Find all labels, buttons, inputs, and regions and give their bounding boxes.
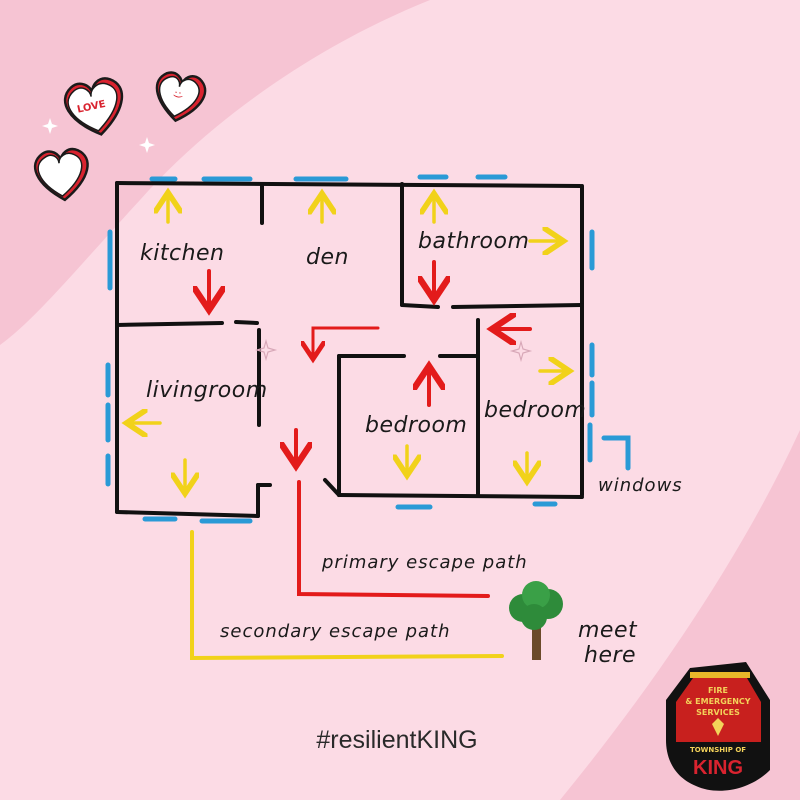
red-arrow-icon — [313, 326, 380, 356]
sparkle-icon — [139, 137, 155, 153]
hearts-decoration: LOVE :) — [33, 71, 207, 202]
badge-line2: & EMERGENCY — [685, 697, 750, 706]
floor-plan-walls — [115, 181, 584, 518]
room-label-bedroom-right: bedroom — [484, 398, 586, 423]
meet-here-label-line1: meet — [578, 618, 638, 643]
secondary-escape-path-label: secondary escape path — [220, 621, 451, 642]
badge-emblem-icon — [712, 718, 724, 736]
sparkle-icon — [509, 339, 533, 363]
room-label-bedroom-center: bedroom — [365, 413, 467, 438]
primary-escape-path — [297, 480, 490, 598]
smile-heart-icon: :) — [155, 71, 207, 123]
primary-direction-arrows — [209, 260, 532, 462]
badge-township: TOWNSHIP OF — [690, 746, 746, 754]
hashtag: #resilientKING — [316, 726, 477, 754]
badge-name: KING — [693, 757, 743, 779]
love-heart-icon: LOVE — [64, 77, 124, 136]
plain-heart-icon — [33, 147, 89, 202]
meet-here-label-line2: here — [584, 643, 636, 668]
smile-heart-text: :) — [171, 90, 183, 99]
windows-legend-marker — [601, 435, 631, 471]
room-label-livingroom: livingroom — [146, 378, 268, 403]
room-label-kitchen: kitchen — [140, 241, 225, 266]
secondary-escape-path — [190, 530, 504, 661]
sparkle-icon — [254, 338, 278, 362]
king-fire-services-badge: FIRE & EMERGENCY SERVICES TOWNSHIP OF KI… — [666, 662, 770, 791]
sparkle-icon — [42, 118, 58, 134]
badge-line3: SERVICES — [696, 708, 740, 717]
room-label-bathroom: bathroom — [418, 229, 529, 254]
badge-line1: FIRE — [708, 686, 728, 695]
window-markers — [105, 174, 631, 524]
meeting-tree-icon — [509, 581, 563, 660]
secondary-direction-arrows — [130, 196, 566, 490]
room-label-den: den — [306, 245, 349, 270]
windows-label: windows — [598, 475, 683, 496]
primary-escape-path-label: primary escape path — [321, 552, 528, 573]
